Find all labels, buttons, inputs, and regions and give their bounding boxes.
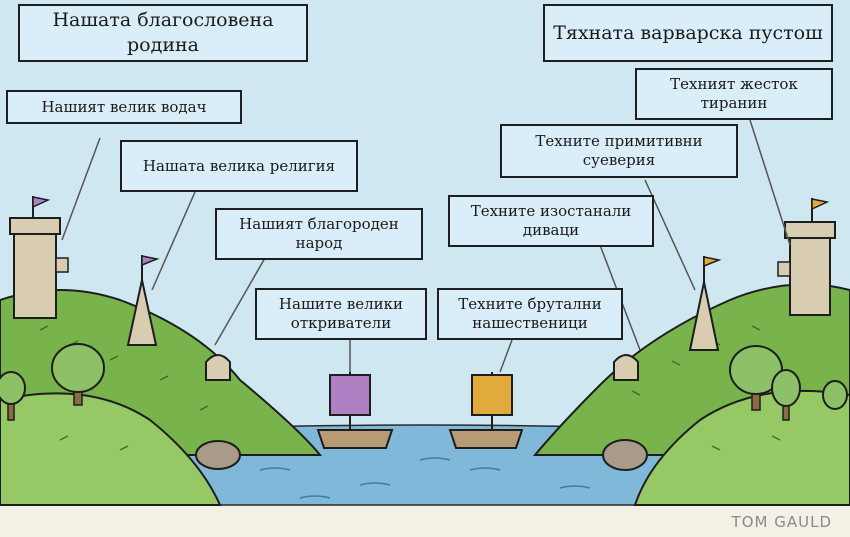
label-our-explorers: Нашите велики откриватели (255, 288, 427, 340)
right-boat-hull (448, 429, 524, 449)
left-boat-sail (329, 374, 371, 416)
pointer-our-people (214, 257, 266, 346)
pointer-our-religion (151, 191, 196, 291)
right-rock (602, 439, 648, 471)
label-our-religion: Нашата велика религия (120, 140, 358, 192)
left-flag (32, 196, 51, 209)
right-flag (811, 198, 830, 211)
label-our-people: Нашият благороден народ (215, 208, 423, 260)
left-spire (126, 279, 158, 346)
pointer-their-invaders (499, 339, 513, 373)
right-spire-flag (703, 256, 722, 268)
right-boat-sail (471, 374, 513, 416)
left-castle-annex (55, 257, 69, 273)
left-tree-2 (0, 371, 26, 405)
right-spire (688, 281, 720, 351)
artist-credit: TOM GAULD (731, 513, 832, 531)
label-their-superstitions: Техните примитивни суеверия (500, 124, 738, 178)
left-hut (205, 354, 231, 381)
label-our-homeland: Нашата благословена родина (18, 4, 308, 62)
pointer-their-tyrant (749, 119, 791, 246)
left-rock (195, 440, 241, 470)
right-castle-top (784, 221, 836, 239)
label-their-wasteland: Тяхната варварска пустош (543, 4, 833, 62)
label-their-savages: Техните изостанали диваци (448, 195, 654, 247)
label-their-tyrant: Техният жесток тиранин (635, 68, 833, 120)
bottom-strip (0, 505, 850, 537)
right-castle-tower (789, 234, 831, 316)
left-spire-flag (141, 255, 160, 267)
left-tree (51, 343, 105, 393)
left-hill-front (0, 392, 222, 506)
label-their-invaders: Техните брутални нашественици (437, 288, 623, 340)
right-tree-3 (822, 380, 848, 410)
left-castle-top (9, 217, 61, 235)
pointer-our-leader (61, 137, 101, 241)
right-hut (613, 354, 639, 381)
left-castle-tower (13, 229, 57, 319)
water-ripples (259, 457, 591, 499)
right-tree-2 (771, 369, 801, 407)
label-our-leader: Нашият велик водач (6, 90, 242, 124)
left-boat-hull (316, 429, 394, 449)
right-castle-annex (777, 261, 791, 277)
